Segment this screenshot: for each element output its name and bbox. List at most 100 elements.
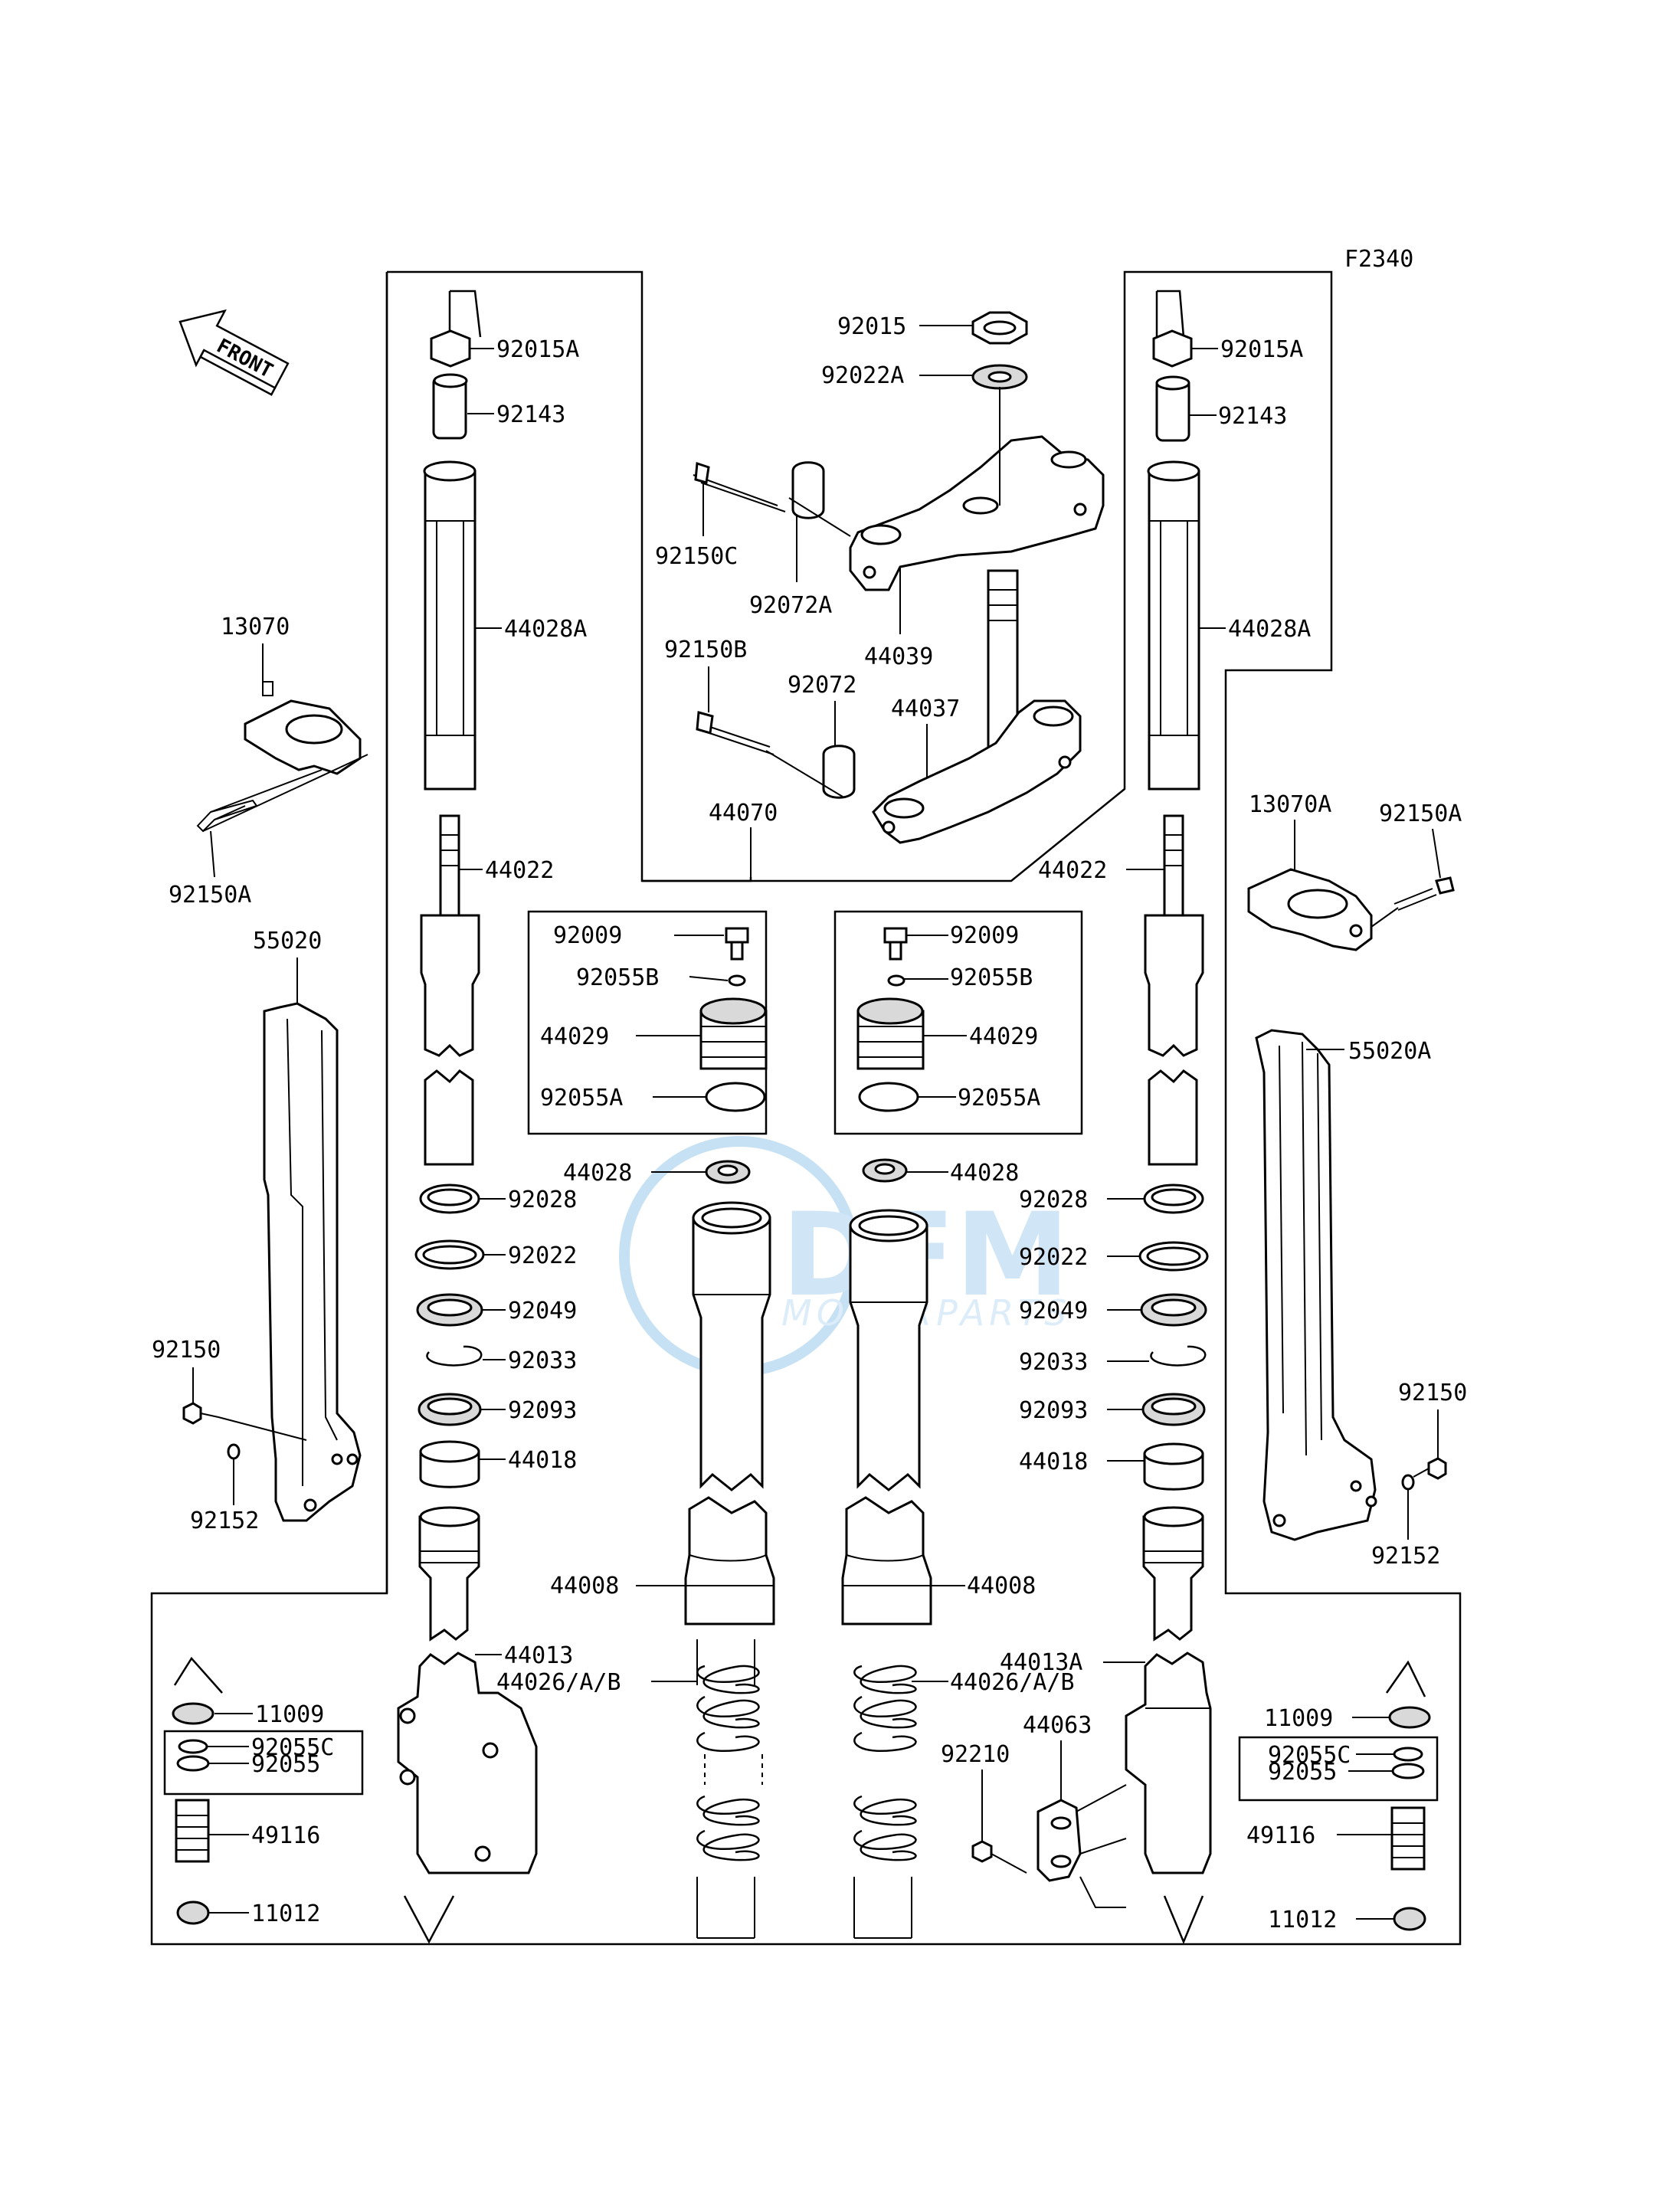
left-guard xyxy=(263,1002,362,1522)
label-left-92143: 92143 xyxy=(496,401,565,428)
label-44037: 44037 xyxy=(891,696,960,722)
label-left-11009: 11009 xyxy=(255,1701,324,1728)
label-left-92022: 92022 xyxy=(508,1242,577,1269)
label-left-44026: 44026/A/B xyxy=(496,1669,621,1696)
left-air-cap xyxy=(172,1702,215,1725)
left-fork-guard xyxy=(263,1002,362,1522)
label-left-92055c: 92055C xyxy=(251,1734,334,1761)
valve-box-right xyxy=(1238,1736,1439,1802)
label-right-92028: 92028 xyxy=(1019,1187,1088,1213)
right-plug xyxy=(1393,1907,1426,1931)
label-left-92033: 92033 xyxy=(508,1347,577,1374)
label-right-92022: 92022 xyxy=(1019,1244,1088,1271)
label-left-49116: 49116 xyxy=(251,1822,320,1849)
label-right-92093: 92093 xyxy=(1019,1397,1088,1424)
right-cartridge xyxy=(841,1209,932,1939)
label-left-92150a: 92150A xyxy=(169,882,251,908)
right-slider xyxy=(1142,1515,1204,1642)
left-guard-washer xyxy=(227,1443,241,1460)
label-right-44028: 44028 xyxy=(950,1160,1019,1187)
left-plug xyxy=(176,1900,210,1925)
lower-clamp-cap xyxy=(822,745,856,799)
right-valve xyxy=(1390,1806,1426,1871)
right-guard-bolt xyxy=(1427,1457,1447,1480)
label-left-44018: 44018 xyxy=(508,1447,577,1474)
label-right-92150a: 92150A xyxy=(1379,800,1462,827)
frame-outline xyxy=(150,270,1462,1946)
right-valve-parts xyxy=(1385,1660,1431,1931)
right-air-cap xyxy=(1388,1706,1431,1729)
label-left-92055: 92055 xyxy=(251,1751,320,1778)
right-top-nut xyxy=(1152,329,1193,368)
label-right-92033: 92033 xyxy=(1019,1349,1088,1376)
label-left-92093: 92093 xyxy=(508,1397,577,1424)
right-cap-bolt xyxy=(883,927,908,944)
left-fork-parts xyxy=(397,290,538,1944)
lower-bolt xyxy=(700,723,775,755)
hose-guide-parts xyxy=(971,1784,1127,1908)
label-right-92055b: 92055B xyxy=(950,964,1033,991)
label-right-92055a: 92055A xyxy=(958,1085,1040,1111)
label-right-92015a: 92015A xyxy=(1220,336,1303,363)
right-cap-assy xyxy=(856,927,925,1183)
left-valve-parts xyxy=(172,1656,223,1925)
front-label: FRONT xyxy=(213,335,277,383)
left-spring xyxy=(696,1665,760,1861)
label-left-13070: 13070 xyxy=(221,614,290,640)
right-cylinder xyxy=(849,1224,928,1491)
label-right-44026: 44026/A/B xyxy=(950,1669,1075,1696)
label-right-44013a: 44013A xyxy=(1000,1649,1082,1676)
label-right-92055: 92055 xyxy=(1268,1759,1337,1786)
label-left-92049: 92049 xyxy=(508,1298,577,1324)
label-right-92009: 92009 xyxy=(950,922,1019,949)
right-guard xyxy=(1255,1029,1377,1541)
hose-guide xyxy=(1036,1799,1082,1882)
left-valve xyxy=(175,1799,210,1863)
label-right-11012: 11012 xyxy=(1268,1907,1337,1933)
label-44070: 44070 xyxy=(709,800,778,827)
right-circlip xyxy=(1150,1345,1207,1367)
left-clamp xyxy=(196,681,368,833)
right-inner-tube xyxy=(1148,470,1200,791)
left-outer-tube xyxy=(397,1652,538,1874)
right-spring xyxy=(853,1665,917,1861)
label-right-44018: 44018 xyxy=(1019,1449,1088,1475)
label-92150c: 92150C xyxy=(655,543,738,570)
triple-clamp-parts xyxy=(693,311,1105,844)
left-inner-tube xyxy=(424,470,476,791)
label-right-92143: 92143 xyxy=(1218,403,1287,430)
label-left-92152: 92152 xyxy=(190,1508,259,1534)
right-guard-fasteners xyxy=(1401,1457,1447,1491)
label-left-44022: 44022 xyxy=(485,857,554,884)
label-left-92009: 92009 xyxy=(553,922,622,949)
label-left-11012: 11012 xyxy=(251,1900,320,1927)
left-slider xyxy=(418,1515,480,1642)
label-right-44029: 44029 xyxy=(969,1023,1038,1050)
label-right-11009: 11009 xyxy=(1264,1705,1333,1732)
right-clamp-bolt xyxy=(1393,888,1437,911)
front-arrow-icon: FRONT xyxy=(178,309,290,396)
label-92015: 92015 xyxy=(837,313,906,340)
label-left-92055a: 92055A xyxy=(540,1085,623,1111)
label-left-44008: 44008 xyxy=(550,1573,619,1599)
label-left-44028a: 44028A xyxy=(504,616,587,643)
label-right-92150: 92150 xyxy=(1398,1380,1467,1406)
stem-head xyxy=(872,699,1082,844)
label-left-92150: 92150 xyxy=(152,1337,221,1364)
valve-box-left xyxy=(163,1730,364,1796)
label-left-55020: 55020 xyxy=(253,928,322,954)
label-right-13070a: 13070A xyxy=(1249,791,1331,818)
left-guard-fasteners xyxy=(182,1402,307,1460)
label-left-92055b: 92055B xyxy=(576,964,659,991)
label-right-92049: 92049 xyxy=(1019,1298,1088,1324)
figure-code: F2340 xyxy=(1344,246,1413,273)
label-right-44022: 44022 xyxy=(1038,857,1107,884)
label-92150b: 92150B xyxy=(664,637,747,663)
label-right-55020a: 55020A xyxy=(1348,1038,1431,1065)
label-left-44028: 44028 xyxy=(563,1160,632,1187)
right-damper-rod xyxy=(1144,914,1204,1057)
left-cap-bolt xyxy=(725,927,749,944)
left-top-nut xyxy=(430,329,471,368)
cap-box-right xyxy=(833,910,1083,1135)
